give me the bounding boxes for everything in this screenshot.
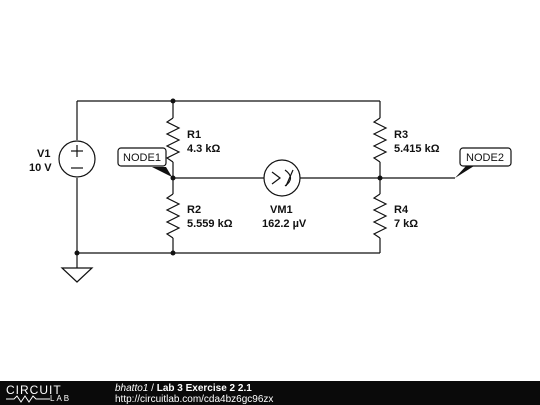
footer-bar: CIRCUIT LAB bhatto1 / Lab 3 Exercise 2 2… [0,381,540,405]
logo-circuit-text: CIRCUIT [6,383,62,397]
resistor-r2[interactable] [165,193,181,239]
wires [76,100,455,268]
v1-value: 10 V [29,162,52,174]
circuitlab-logo: CIRCUIT LAB [6,383,106,403]
vm1-value: 162.2 µV [262,218,307,230]
junctions [74,98,383,256]
logo-lab-text: LAB [50,394,72,403]
footer-project-title: Lab 3 Exercise 2 2.1 [156,383,252,394]
r4-value: 7 kΩ [394,218,418,230]
circuit-schematic: V1 10 V R1 4.3 kΩ R2 5.559 kΩ R3 5.415 k… [29,98,512,283]
r2-value: 5.559 kΩ [187,218,233,230]
node1-label[interactable]: NODE1 [117,147,172,177]
node2-label[interactable]: NODE2 [455,147,512,178]
resistor-r1[interactable] [165,117,181,163]
voltage-source-v1[interactable] [58,140,96,178]
r3-name: R3 [394,129,408,141]
resistor-r3[interactable] [372,117,388,163]
footer-user-link[interactable]: bhatto1 [115,383,149,394]
resistor-r4[interactable] [372,193,388,239]
r1-name: R1 [187,129,201,141]
node1-text: NODE1 [123,152,161,164]
r3-value: 5.415 kΩ [394,143,440,155]
r2-name: R2 [187,204,201,216]
footer-title: bhatto1 / Lab 3 Exercise 2 2.1 [115,383,252,394]
ground-icon [60,267,94,283]
node2-text: NODE2 [466,152,504,164]
r4-name: R4 [394,204,409,216]
footer-separator: / [148,383,157,394]
voltmeter-vm1[interactable] [263,159,301,197]
v1-name: V1 [37,148,50,160]
r1-value: 4.3 kΩ [187,143,220,155]
footer-url-link[interactable]: http://circuitlab.com/cda4bz6gc96zx [115,394,274,405]
logo-resistor-icon [6,395,50,403]
vm1-name: VM1 [270,204,293,216]
